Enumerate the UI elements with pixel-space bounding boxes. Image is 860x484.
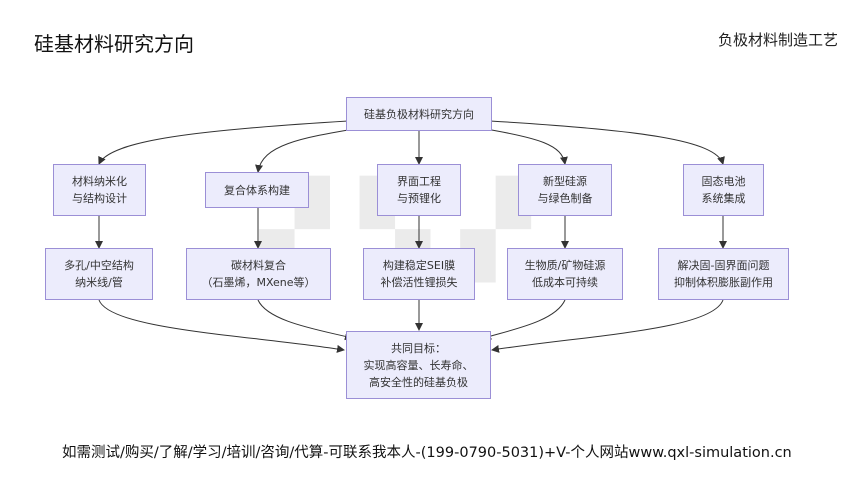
detail-node-label: 低成本可持续 xyxy=(532,276,598,289)
root-node: 硅基负极材料研究方向 xyxy=(346,97,492,131)
branch-node-silicon-source: 新型硅源 与绿色制备 xyxy=(518,164,612,216)
detail-node-porous: 多孔/中空结构 纳米线/管 xyxy=(45,248,153,300)
edge-root-branch-2 xyxy=(255,127,361,173)
edge-detail-goal-4 xyxy=(483,299,566,340)
detail-node-label: 碳材料复合 xyxy=(230,259,286,272)
branch-node-label: 材料纳米化 xyxy=(72,175,127,188)
root-node-label: 硅基负极材料研究方向 xyxy=(364,107,474,121)
branch-node-composite: 复合体系构建 xyxy=(205,172,309,208)
detail-node-label: 补偿活性锂损失 xyxy=(380,276,458,289)
category-label: 负极材料制造工艺 xyxy=(717,31,838,49)
branch-node-nanostructure: 材料纳米化 与结构设计 xyxy=(53,164,146,216)
branch-node-label: 新型硅源 xyxy=(543,175,587,188)
branch-node-interface: 界面工程 与预锂化 xyxy=(377,164,461,216)
edge-detail-goal-1 xyxy=(98,299,345,353)
branch-node-solid-state: 固态电池 系统集成 xyxy=(683,164,764,216)
detail-node-label: 抑制体积膨胀副作用 xyxy=(674,276,773,289)
detail-node-biomass: 生物质/矿物硅源 低成本可持续 xyxy=(507,248,623,300)
page-title: 硅基材料研究方向 xyxy=(34,32,194,56)
goal-node-label: 实现高容量、长寿命、 xyxy=(363,358,474,372)
footer-contact: 如需测试/购买/了解/学习/培训/咨询/代算-可联系我本人-(199-0790-… xyxy=(62,445,792,461)
branch-node-label: 复合体系构建 xyxy=(224,183,290,197)
detail-node-sei: 构建稳定SEI膜 补偿活性锂损失 xyxy=(363,248,475,300)
branch-node-label: 与结构设计 xyxy=(72,192,127,205)
detail-node-label: （石墨烯，MXene等） xyxy=(201,276,316,289)
goal-node: 共同目标： 实现高容量、长寿命、 高安全性的硅基负极 xyxy=(346,331,491,399)
detail-node-label: 纳米线/管 xyxy=(75,276,123,289)
branch-node-label: 界面工程 xyxy=(397,175,441,188)
branch-node-label: 与绿色制备 xyxy=(537,192,593,205)
detail-node-label: 解决固-固界面问题 xyxy=(677,259,770,272)
edge-detail-goal-2 xyxy=(257,299,353,341)
detail-node-interface-problem: 解决固-固界面问题 抑制体积膨胀副作用 xyxy=(658,248,789,300)
detail-node-label: 构建稳定SEI膜 xyxy=(382,259,456,272)
edge-root-branch-1 xyxy=(98,120,349,165)
goal-node-label: 共同目标： xyxy=(391,341,446,355)
branch-node-label: 固态电池 xyxy=(701,175,746,188)
branch-node-label: 与预锂化 xyxy=(397,192,441,205)
goal-node-label: 高安全性的硅基负极 xyxy=(369,375,468,389)
edge-root-branch-4 xyxy=(479,127,568,165)
detail-node-label: 多孔/中空结构 xyxy=(64,259,134,272)
edge-root-branch-5 xyxy=(489,120,725,165)
detail-node-label: 生物质/矿物硅源 xyxy=(524,259,606,272)
edge-detail-goal-5 xyxy=(491,299,724,353)
detail-node-carbon: 碳材料复合 （石墨烯，MXene等） xyxy=(186,248,331,300)
branch-node-label: 系统集成 xyxy=(701,192,746,205)
